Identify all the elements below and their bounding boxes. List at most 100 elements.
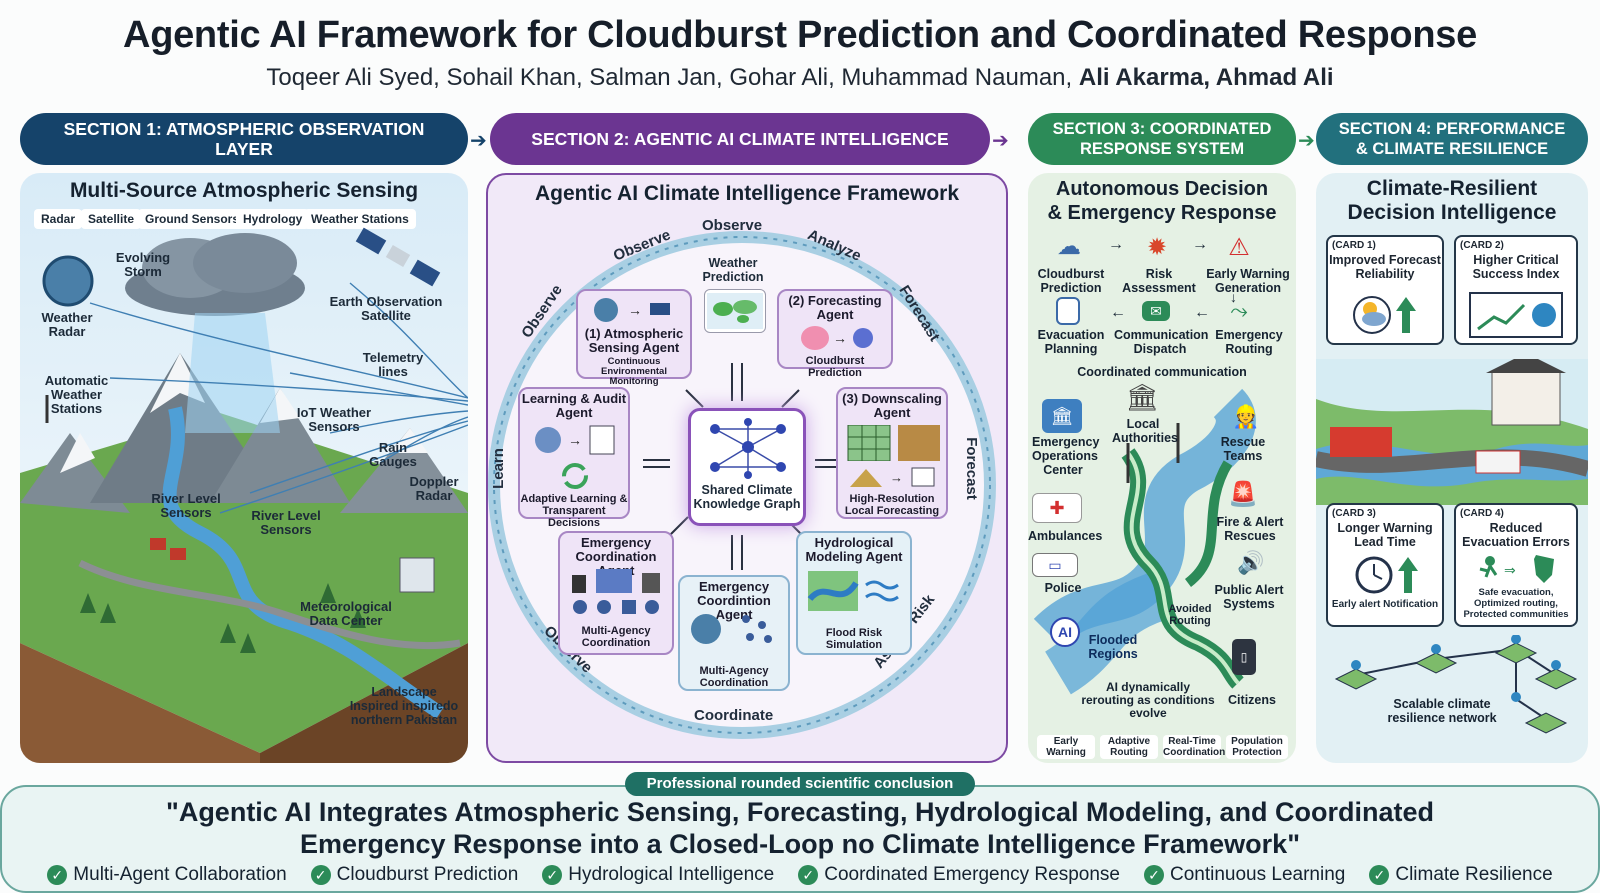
- svg-text:→: →: [890, 470, 903, 485]
- learning-audit-agent: Learning & Audit Agent → Adaptive Learni…: [518, 387, 630, 529]
- item-learning: ✓Continuous Learning: [1143, 864, 1346, 886]
- panel-1-title: Multi-Source Atmospheric Sensing: [69, 179, 419, 202]
- shared-knowledge-graph: Shared Climate Knowledge Graph: [688, 408, 806, 526]
- knowledge-network-icon: [710, 418, 786, 479]
- grid-map-icon: [846, 425, 942, 461]
- item-hydro: ✓Hydrological Intelligence: [542, 864, 774, 886]
- route-icon: ⤳: [1230, 298, 1248, 323]
- atmospheric-sensing-agent: → (1) Atmospheric Sensing Agent Continuo…: [576, 289, 692, 387]
- coordinated-communication-label: Coordinated communication: [1077, 365, 1247, 379]
- risk-gear-icon: ✹: [1146, 233, 1168, 261]
- rerouting-note: AI dynamically rerouting as conditions e…: [1081, 680, 1215, 720]
- node-avoided-routing: Avoided Routing: [1168, 603, 1212, 627]
- card-warning-lead-time: (CARD 3) Longer Warning Lead Time Early …: [1326, 503, 1444, 627]
- learning-agent-desc: Adaptive Learning & Transparent Decision…: [520, 493, 628, 529]
- satellite-radar-icon: →: [588, 295, 682, 325]
- flow-evacuation-planning: Evacuation Planning: [1037, 328, 1105, 356]
- card-1-name: Improved Forecast Reliability: [1329, 253, 1441, 281]
- atmospheric-sensing-panel: Multi-Source Atmospheric Sensing Radar S…: [20, 173, 468, 763]
- hydrological-modeling-agent: Hydrological Modeling Agent Flood Risk S…: [796, 531, 912, 655]
- label-river-sensors-1: River Level Sensors: [151, 491, 221, 520]
- arrow-right-icon: →: [1108, 236, 1124, 253]
- item-resilience: ✓Climate Resilience: [1369, 864, 1553, 886]
- card-3-number: (CARD 3): [1332, 508, 1376, 519]
- mail-icon: ✉: [1142, 301, 1170, 321]
- section-2-banner: SECTION 2: AGENTIC AI CLIMATE INTELLIGEN…: [490, 113, 990, 165]
- resilience-network-graph: [1334, 635, 1578, 734]
- item-label: Climate Resilience: [1395, 864, 1553, 885]
- coordination-agent-desc: Multi-Agency Coordination: [699, 665, 769, 689]
- sensing-agent-desc: Continuous Environmental Monitoring: [601, 356, 667, 387]
- svg-text:→: →: [568, 432, 582, 448]
- svg-text:→: →: [833, 330, 847, 346]
- card-3-name: Longer Warning Lead Time: [1337, 521, 1433, 549]
- label-weather-radar: Weather Radar: [41, 310, 93, 339]
- node-public-alert: Public Alert Systems: [1214, 583, 1284, 611]
- hydro-agent-name: Hydrological Modeling Agent: [805, 535, 903, 564]
- svg-text:→: →: [628, 302, 642, 318]
- svg-text:⇒: ⇒: [1504, 562, 1516, 578]
- arrow-left-icon: ←: [1194, 304, 1210, 321]
- ai-badge-icon: AI: [1050, 617, 1080, 647]
- forecasting-agent-name: (2) Forecasting Agent: [788, 293, 882, 322]
- sun-cloud-up-icon: [1350, 293, 1422, 337]
- chip-ground-sensors: Ground Sensors: [138, 209, 247, 229]
- chip-hydrology: Hydrology: [236, 209, 310, 229]
- section-1-banner: SECTION 1: ATMOSPHERIC OBSERVATION LAYER: [20, 113, 468, 165]
- downscaling-agent-name: (3) Downscaling Agent: [842, 391, 942, 420]
- coordinated-response-panel: Autonomous Decision & Emergency Response…: [1028, 173, 1296, 763]
- label-evolving-storm: Evolving Storm: [115, 250, 171, 279]
- emergency-agent-desc: Multi-Agency Coordination: [581, 625, 651, 649]
- ring-forecast-right: Forecast: [962, 437, 980, 500]
- section-3-banner: SECTION 3: COORDINATED RESPONSE SYSTEM: [1028, 113, 1296, 165]
- node-flooded-regions: Flooded Regions: [1088, 633, 1138, 661]
- tag-early-warning: Early Warning: [1037, 735, 1095, 759]
- node-ambulances: Ambulances: [1028, 529, 1103, 543]
- label-river-sensors-2: River Level Sensors: [251, 508, 321, 537]
- item-label: Continuous Learning: [1169, 864, 1346, 885]
- learning-agent-name: Learning & Audit Agent: [521, 391, 627, 420]
- ring-coordinate: Coordinate: [694, 707, 774, 724]
- world-map-icon: [704, 289, 766, 333]
- author-list: Toqeer Ali Syed, Sohail Khan, Salman Jan…: [0, 64, 1600, 92]
- label-rain-gauges: Rain Gauges: [369, 440, 417, 469]
- rescue-team-icon: 👷: [1232, 404, 1260, 429]
- check-circle-icon: ✓: [310, 865, 331, 885]
- tag-realtime-coordination: Real-Time Coordination: [1163, 735, 1226, 759]
- agentic-ai-panel: Agentic AI Climate Intelligence Framewor…: [486, 173, 1008, 763]
- label-met-data-center: Meteorological Data Center: [300, 599, 392, 628]
- card-4-desc: Safe evacuation, Optimized routing, Prot…: [1463, 587, 1569, 620]
- label-aws: Automatic Weather Stations: [44, 373, 109, 416]
- conclusion-items: ✓Multi-Agent Collaboration ✓Cloudburst P…: [0, 864, 1600, 886]
- authors-regular: Toqeer Ali Syed, Sohail Khan, Salman Jan…: [266, 64, 1073, 91]
- police-car-icon: ▭: [1032, 553, 1078, 577]
- refresh-cycle-icon: [560, 461, 590, 491]
- conclusion-tag: Professional rounded scientific conclusi…: [625, 772, 975, 796]
- government-building-icon: 🏛: [1125, 381, 1159, 412]
- card-2-name: Higher Critical Success Index: [1472, 253, 1560, 281]
- node-local-authorities: Local Authorities: [1112, 417, 1178, 445]
- knowledge-graph-label: Shared Climate Knowledge Graph: [693, 483, 801, 511]
- clock-up-icon: [1352, 555, 1424, 595]
- node-rescue-teams: Rescue Teams: [1220, 435, 1266, 463]
- card-4-name: Reduced Evacuation Errors: [1462, 521, 1570, 549]
- check-circle-icon: ✓: [1369, 865, 1390, 885]
- tag-population-protection: Population Protection: [1226, 735, 1288, 759]
- dashboard-chart-icon: [1468, 291, 1568, 339]
- weather-prediction-label: Weather Prediction: [702, 256, 764, 284]
- alarm-light-icon: 🚨: [1228, 480, 1258, 508]
- node-fire-alert: Fire & Alert Rescues: [1216, 515, 1284, 543]
- label-satellite: Earth Observation Satellite: [329, 294, 443, 323]
- operations-center-icon: 🏛: [1042, 399, 1082, 433]
- landscape-illustration: [20, 227, 468, 763]
- label-telemetry: Telemetry lines: [362, 350, 424, 379]
- flow-emergency-routing: Emergency Routing: [1215, 328, 1283, 356]
- cloud-rain-icon: ☁: [1057, 232, 1081, 260]
- section-4-banner: SECTION 4: PERFORMANCE & CLIMATE RESILIE…: [1316, 113, 1588, 165]
- forecasting-agent: (2) Forecasting Agent → Cloudburst Predi…: [777, 289, 893, 379]
- card-forecast-reliability: (CARD 1) Improved Forecast Reliability: [1326, 235, 1444, 345]
- arrow-right-icon: ➔: [470, 130, 487, 152]
- item-multi-agent: ✓Multi-Agent Collaboration: [47, 864, 287, 886]
- evacuation-route-map: [1033, 388, 1256, 695]
- terrain-chart-icon: →: [846, 465, 942, 489]
